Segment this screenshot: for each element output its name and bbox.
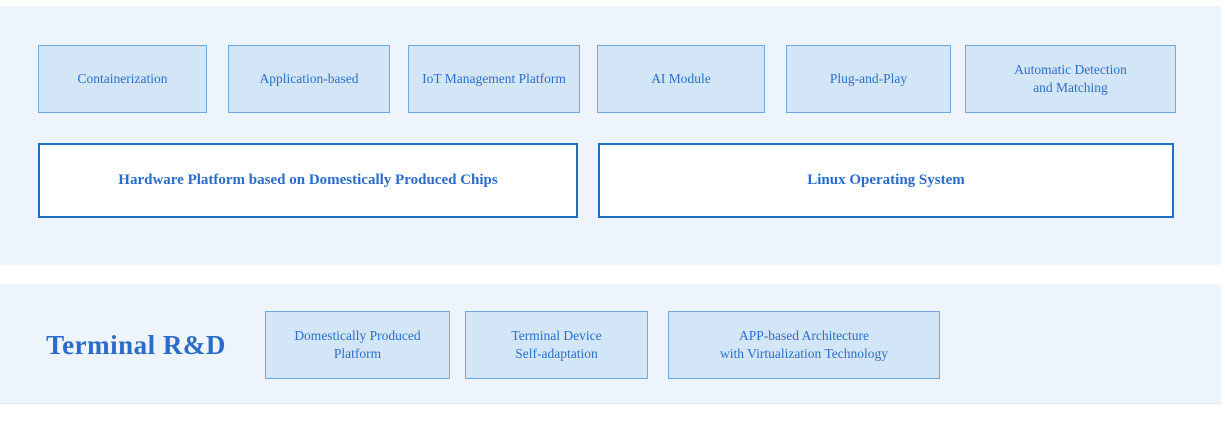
feature-box-iot-management-platform: IoT Management Platform bbox=[408, 45, 580, 113]
terminal-box-app-based-architecture: APP-based Architecture with Virtualizati… bbox=[668, 311, 940, 379]
terminal-box-domestically-produced-platform: Domestically Produced Platform bbox=[265, 311, 450, 379]
feature-box-ai-module: AI Module bbox=[597, 45, 765, 113]
panel-hardware-platform: Hardware Platform based on Domestically … bbox=[38, 143, 578, 218]
feature-box-automatic-detection-and-matching: Automatic Detection and Matching bbox=[965, 45, 1176, 113]
panel-linux-operating-system: Linux Operating System bbox=[598, 143, 1174, 218]
feature-box-plug-and-play: Plug-and-Play bbox=[786, 45, 951, 113]
terminal-box-device-self-adaptation: Terminal Device Self-adaptation bbox=[465, 311, 648, 379]
feature-box-containerization: Containerization bbox=[38, 45, 207, 113]
feature-box-application-based: Application-based bbox=[228, 45, 390, 113]
terminal-rd-title: Terminal R&D bbox=[46, 329, 226, 360]
